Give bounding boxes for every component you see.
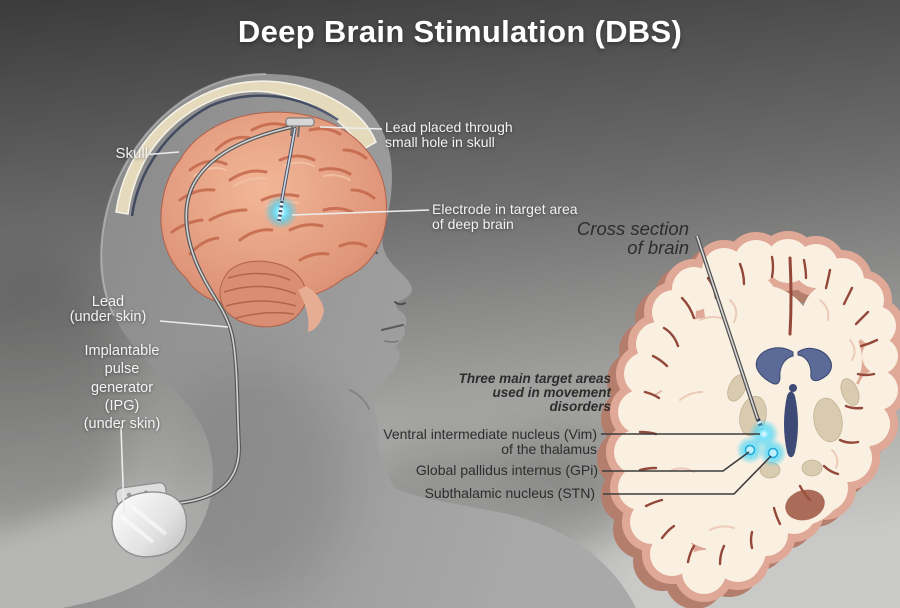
brainstem: [298, 286, 324, 332]
label-gpi: Global pallidus internus (GPi): [415, 462, 598, 478]
skull-layer: [115, 80, 377, 217]
label-skull: Skull: [115, 145, 148, 162]
left-vignette-shadow: [0, 260, 130, 560]
label-cross-section-caption: Cross section of brain: [576, 218, 689, 258]
label-electrode-target-area: Electrode in target area of deep brain: [432, 201, 578, 232]
cross-section-brain: [605, 236, 898, 601]
burr-hole-cap: [285, 117, 315, 138]
basal-ganglia: [727, 374, 860, 479]
label-lead-through-skull: Lead placed through small hole in skull: [385, 119, 513, 150]
leader-lines-light: [120, 126, 430, 514]
skull-inner-gap: [130, 94, 339, 217]
extension-wire: [161, 124, 297, 506]
label-stn: Subthalamic nucleus (STN): [424, 485, 595, 501]
diagram-title: Deep Brain Stimulation (DBS): [237, 14, 683, 49]
lead-in-brain: [264, 127, 298, 229]
label-lead-under-skin: Lead (under skin): [69, 294, 147, 326]
label-target-areas-heading: Three main target areas used in movement…: [458, 371, 611, 414]
label-vim-thalamus: Ventral intermediate nucleus (Vim) of th…: [383, 426, 597, 458]
midbrain: [785, 489, 825, 521]
cerebellum: [219, 260, 307, 328]
ventricles: [755, 347, 832, 458]
ipg-body: [111, 491, 188, 558]
leader-lines-dark: [601, 433, 772, 495]
gyri-lines: [170, 122, 376, 262]
ipg-device: [111, 482, 188, 558]
head-rim-light: [100, 73, 267, 317]
label-implantable-pulse-generator: Implantable pulse generator (IPG) (under…: [83, 343, 161, 433]
